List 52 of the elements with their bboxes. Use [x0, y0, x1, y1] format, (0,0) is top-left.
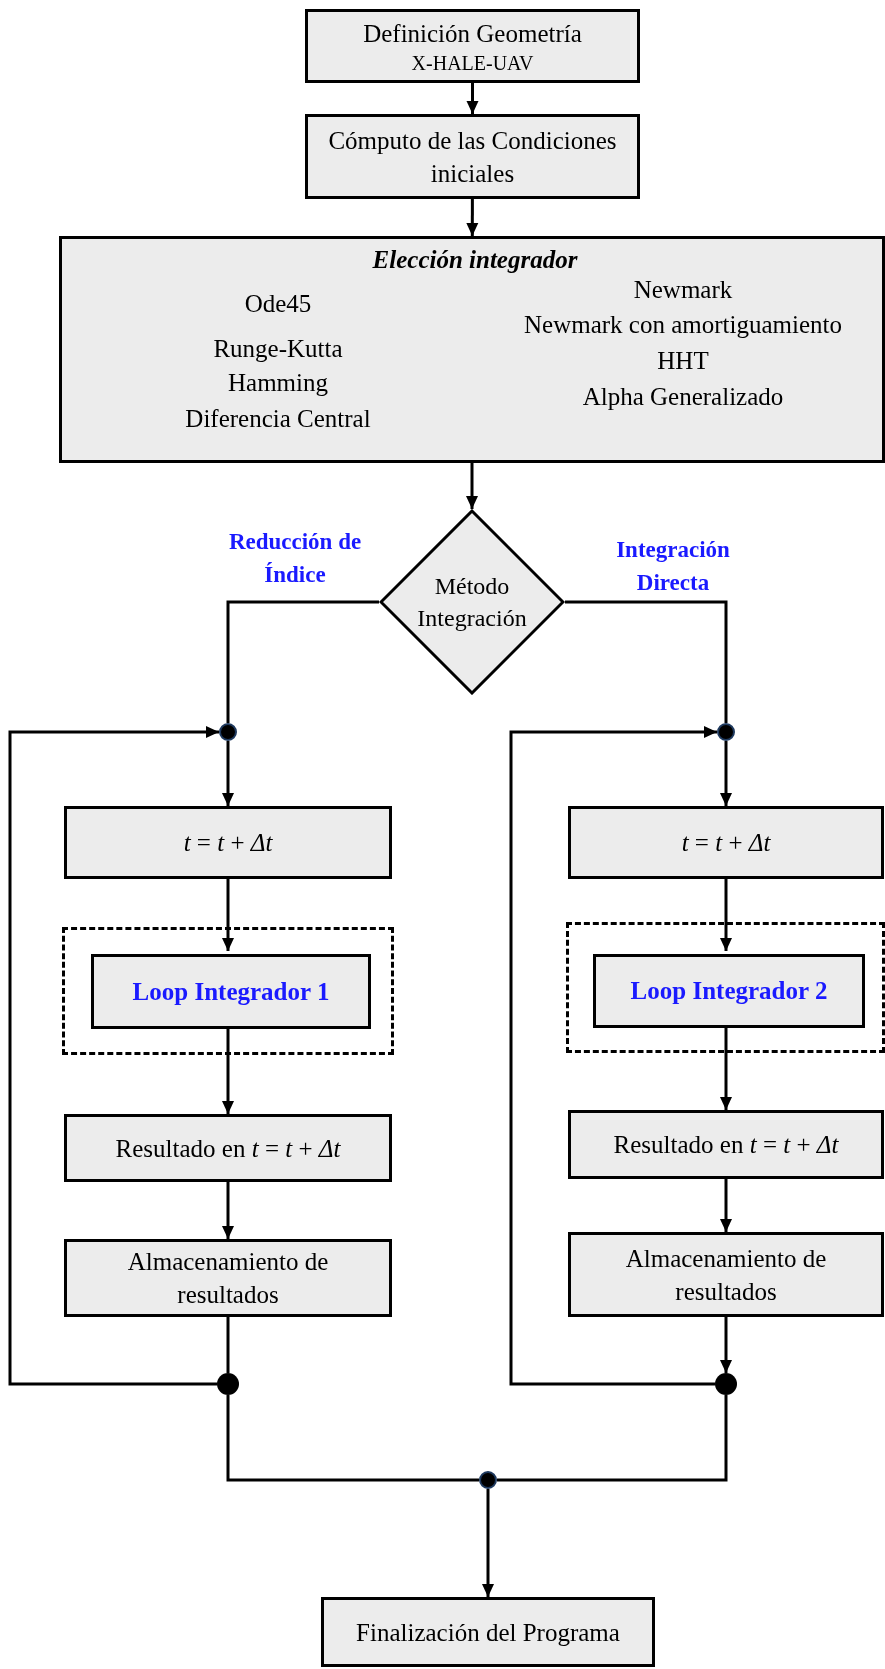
method-name: Newmark con amortiguamiento	[523, 310, 843, 340]
method-name: Newmark	[632, 275, 734, 305]
box-text: X-HALE-UAV	[410, 50, 535, 76]
process-box	[568, 1232, 884, 1317]
box-heading: Elección integrador	[371, 245, 579, 275]
box-text: Finalización del Programa	[355, 1617, 621, 1648]
box-text: t = t + Δt	[680, 828, 772, 858]
connector-arrow	[222, 1026, 234, 1114]
process-box	[568, 1110, 884, 1179]
process-box	[91, 954, 371, 1029]
method-name: Alpha Generalizado	[581, 382, 785, 412]
process-box	[593, 954, 865, 1028]
process-box	[64, 806, 392, 879]
connector-arrow	[222, 1182, 234, 1239]
method-name: Runge-Kutta	[212, 334, 344, 364]
dashed-frame	[566, 922, 885, 1053]
connector-arrow	[466, 463, 478, 509]
decision-diamond	[379, 509, 565, 695]
box-text: Loop Integrador 1	[131, 976, 331, 1007]
process-box	[59, 236, 885, 463]
dashed-frame	[62, 927, 394, 1055]
connector-arrow	[720, 1025, 732, 1110]
box-text: Definición Geometría	[362, 18, 583, 49]
connector-arrow	[466, 83, 479, 114]
connector-arrow	[720, 1317, 732, 1373]
box-text: Loop Integrador 2	[629, 976, 829, 1006]
box-text: Almacenamiento de resultados	[126, 1247, 330, 1310]
connector-arrow	[720, 741, 732, 806]
box-text: Almacenamiento de resultados	[624, 1243, 828, 1307]
connector-arrow	[8, 726, 219, 1386]
process-box	[568, 806, 884, 879]
box-text: t = t + Δt	[182, 828, 274, 858]
box-text: Cómputo de las Condiciones iniciales	[327, 125, 618, 189]
process-box	[64, 1239, 392, 1317]
connector-arrow	[720, 879, 732, 951]
connector-arrow	[720, 1179, 732, 1232]
box-text: Resultado en t = t + Δt	[612, 1130, 840, 1160]
connector-arrow	[222, 741, 234, 806]
box-text: Resultado en t = t + Δt	[114, 1133, 342, 1164]
connector-arrow	[482, 1489, 494, 1597]
process-box	[321, 1597, 655, 1667]
process-box	[305, 114, 640, 199]
connector-arrow	[222, 879, 234, 951]
connector-arrow	[466, 199, 479, 236]
diamond-text: Método Integración	[416, 572, 528, 633]
method-name: Hamming	[227, 368, 329, 398]
method-name: Ode45	[243, 289, 313, 319]
connector-arrow	[509, 726, 717, 1386]
method-name: Diferencia Central	[184, 404, 372, 434]
process-box	[64, 1114, 392, 1182]
process-box	[305, 9, 640, 83]
method-name: HHT	[656, 346, 710, 376]
